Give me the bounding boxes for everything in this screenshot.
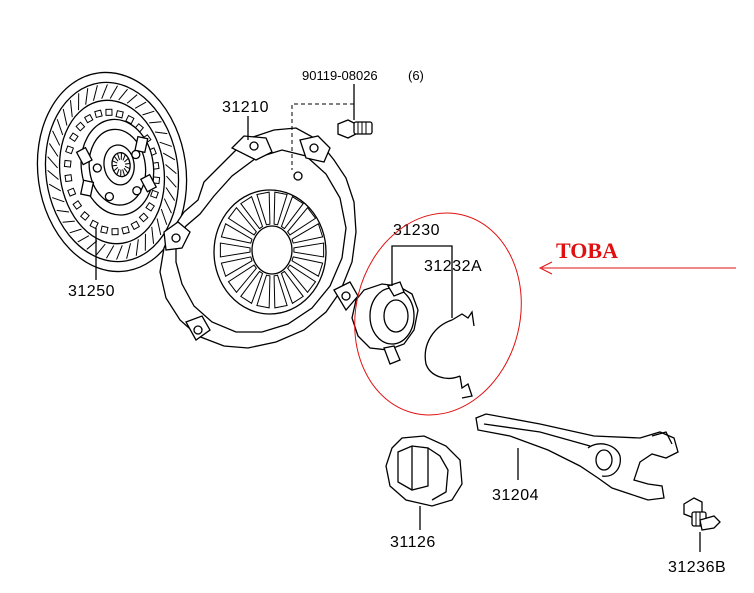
label-31210: 31210	[222, 99, 269, 116]
label-31126: 31126	[390, 534, 436, 551]
label-31232A: 31232A	[424, 258, 482, 275]
clip[interactable]	[424, 310, 475, 399]
dust-boot[interactable]	[385, 435, 463, 507]
clutch-disc[interactable]	[25, 63, 199, 282]
annotation-toba: TOBA	[556, 238, 618, 263]
label-bolt-qty: (6)	[408, 68, 424, 83]
label-31236B: 31236B	[668, 559, 726, 576]
annotation-arrow	[538, 261, 736, 275]
pivot-stud[interactable]	[683, 497, 721, 531]
release-fork[interactable]	[475, 413, 679, 501]
clutch-cover[interactable]	[159, 127, 359, 349]
release-bearing[interactable]	[351, 281, 419, 365]
label-31230: 31230	[393, 222, 440, 239]
highlight-circle	[354, 212, 522, 416]
label-90119: 90119-08026	[302, 68, 378, 83]
bolt[interactable]	[337, 119, 373, 139]
label-31204: 31204	[492, 487, 539, 504]
label-31250: 31250	[68, 283, 115, 300]
